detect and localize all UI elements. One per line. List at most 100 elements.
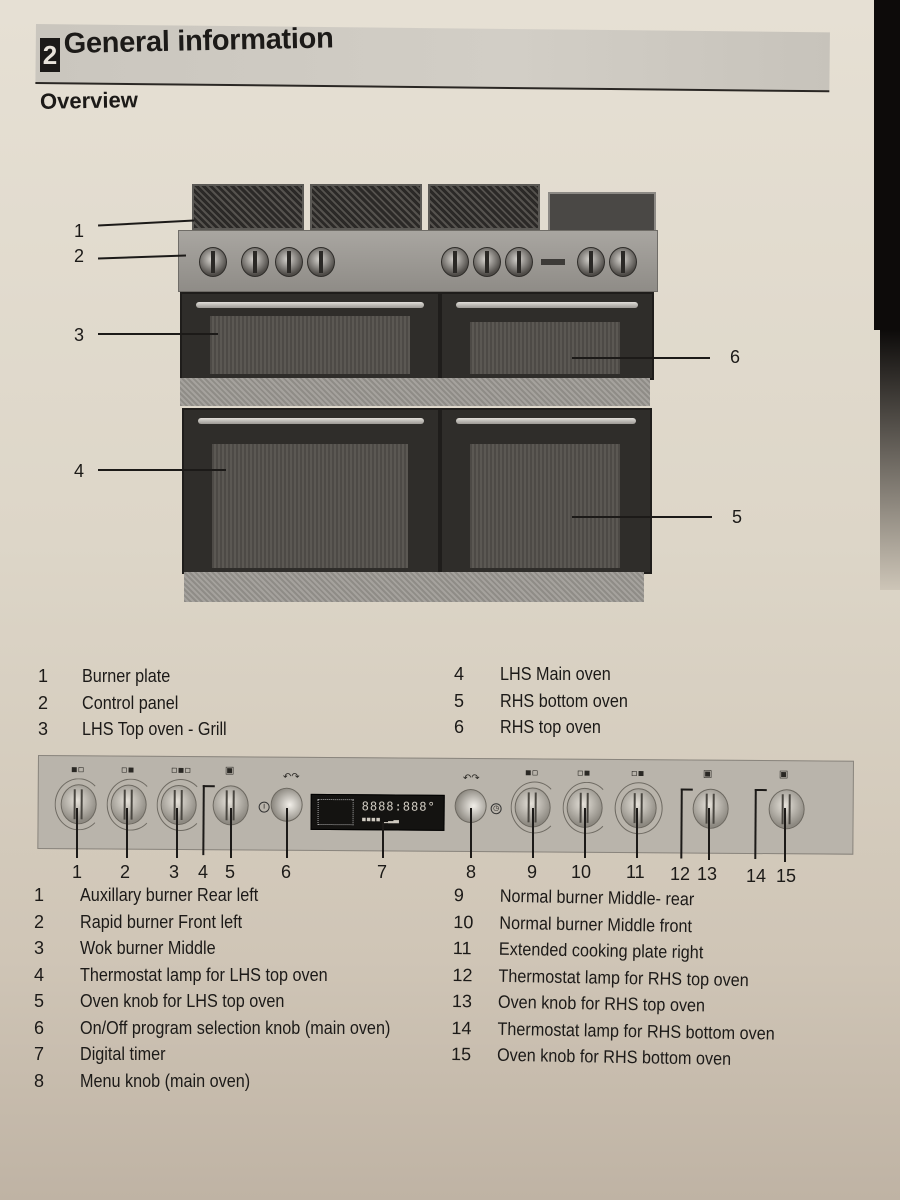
legend-label: Menu knob (main oven) <box>80 1070 251 1091</box>
panel-callout-number: 4 <box>198 862 209 882</box>
rapid-burner-knob <box>110 784 147 825</box>
rhs-bottom-oven <box>440 408 652 574</box>
knob <box>473 247 501 277</box>
section-number-badge: 2 <box>40 38 60 72</box>
door-handle <box>456 302 638 308</box>
door-glass <box>470 322 620 374</box>
pointer-line <box>636 808 638 858</box>
panel-callout-number: 7 <box>377 862 388 882</box>
pointer-line <box>532 808 534 858</box>
legend-label: Extended cooking plate right <box>498 938 704 963</box>
door-handle <box>198 418 424 424</box>
temp-digits: 888 <box>402 799 428 814</box>
burner-symbol-icon: ▫▪ <box>576 767 591 779</box>
rotate-arrows-icon: ↶↷ <box>462 772 480 785</box>
legend-label: Auxillary burner Rear left <box>80 885 259 905</box>
page-edge-shadow <box>874 0 900 330</box>
legend-label: Rapid burner Front left <box>80 911 243 932</box>
knob <box>505 247 533 277</box>
control-panel-diagram: ▪▫ ▫▪ ▫▪▫ ▣ I ↶↷ 8888:888° ▪▪▪▪ ▁▂▃ ↶↷ ◷… <box>37 755 854 860</box>
panel-callout-number: 10 <box>571 862 592 882</box>
door-glass <box>210 316 410 374</box>
thermostat-lamp-lhs-top <box>202 785 215 856</box>
legend-label: Digital timer <box>80 1044 166 1064</box>
panel-callout-number: 6 <box>281 862 292 882</box>
timer-digits: 8888:888° <box>361 799 436 814</box>
panel-callout-number: 15 <box>776 866 797 886</box>
pointer-line <box>382 822 384 858</box>
oven-symbol-icon: ▣ <box>702 768 713 780</box>
callout-number-6: 6 <box>730 347 741 367</box>
plinth <box>184 572 644 602</box>
legend-number: 5 <box>34 991 45 1011</box>
legend-number: 1 <box>34 885 45 905</box>
legend-number: 14 <box>451 1017 472 1038</box>
legend-number: 11 <box>452 937 472 959</box>
temp-unit: ° <box>427 799 436 814</box>
panel-callout-number: 14 <box>746 866 767 886</box>
callout-number-5: 5 <box>732 507 743 527</box>
thermostat-lamp-rhs-bottom <box>754 789 767 860</box>
extended-cooking-plate-knob <box>620 788 657 829</box>
rhs-top-oven-knob <box>692 788 729 829</box>
callout-number-3: 3 <box>74 325 85 345</box>
rhs-top-oven <box>440 292 654 380</box>
legend-number: 12 <box>452 964 473 985</box>
pointer-line <box>584 808 586 858</box>
legend-label: Normal burner Middle front <box>499 912 693 936</box>
knob <box>275 247 303 277</box>
panel-callout-number: 5 <box>225 862 236 882</box>
page-title: General information <box>63 22 334 61</box>
legend-number: 10 <box>453 911 474 932</box>
oven-symbol-icon: ▣ <box>224 765 235 777</box>
power-icon: I <box>258 801 270 813</box>
callout-line-4 <box>98 469 226 471</box>
page-edge-shadow-fade <box>880 330 900 590</box>
knob <box>199 247 227 277</box>
legend-label: Burner plate <box>82 666 171 686</box>
door-handle <box>196 302 424 308</box>
burner-grate-left <box>192 184 304 230</box>
burner-symbol-icon: ▫▪▫ <box>170 764 192 777</box>
rhs-bottom-oven-knob <box>768 789 805 830</box>
legend-number: 2 <box>38 692 49 713</box>
legend-item: 7 Digital timer <box>34 1044 434 1071</box>
knob <box>577 247 605 277</box>
callout-line-2 <box>97 254 187 260</box>
panel-callout-number: 2 <box>120 862 131 882</box>
legend-number: 7 <box>34 1044 45 1064</box>
timer-display <box>541 259 565 265</box>
oven-symbol-icon: ▣ <box>778 769 789 781</box>
legend-label: RHS bottom oven <box>500 690 628 711</box>
callout-line-5 <box>572 516 712 518</box>
legend-label: LHS Top oven - Grill <box>82 719 227 739</box>
legend-label: LHS Main oven <box>500 664 611 684</box>
time-digits: 8888 <box>361 799 395 814</box>
burner-symbol-icon: ▫▪ <box>120 764 135 776</box>
control-panel <box>178 230 658 292</box>
pointer-line <box>784 808 786 862</box>
legend-number: 4 <box>454 664 465 684</box>
pointer-line <box>230 808 232 858</box>
oven-divider-strip <box>180 378 650 406</box>
rotate-arrows-icon: ↶↷ <box>282 771 300 783</box>
legend-label: Normal burner Middle- rear <box>499 885 695 910</box>
range-cooker-illustration <box>178 182 658 606</box>
pointer-line <box>470 808 472 858</box>
door-handle <box>456 418 636 424</box>
callout-line-3 <box>98 333 218 335</box>
panel-callout-number: 9 <box>527 862 538 882</box>
